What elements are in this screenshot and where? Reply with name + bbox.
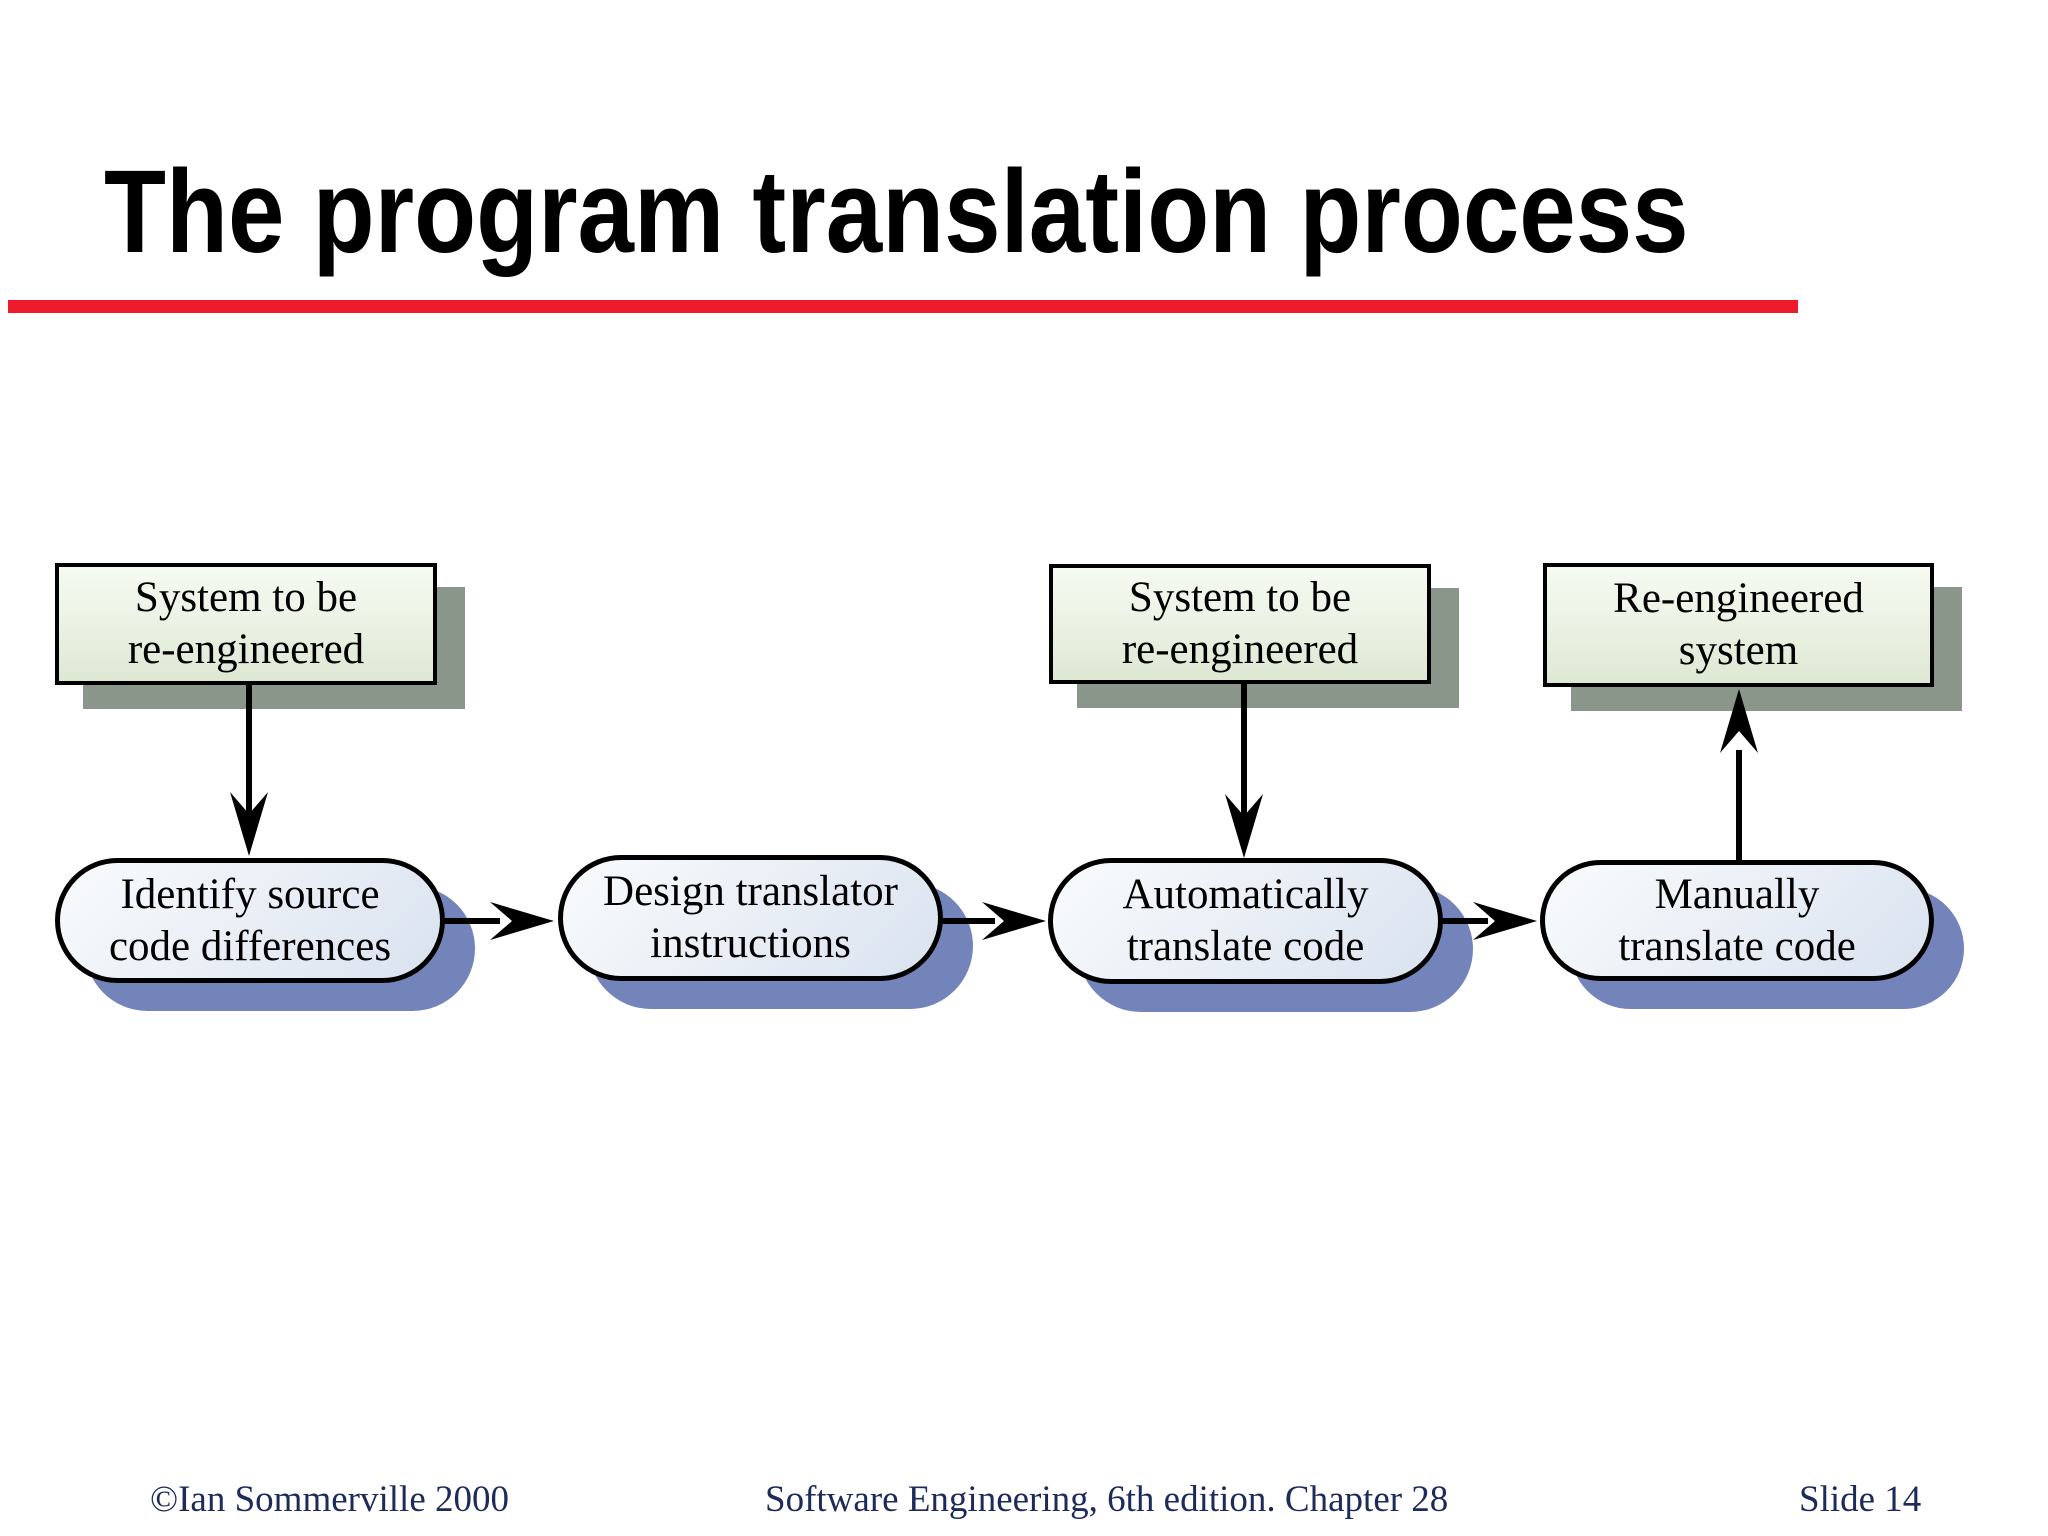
slide-title-text: The program translation process [104,146,1689,278]
box-label: Manually translate code [1618,870,1856,970]
arrowhead-right-icon [490,902,554,940]
box-label: System to be re-engineered [127,574,365,673]
box-system-to-be-reengineered-1: System to be re-engineered [55,563,437,685]
box-label: Re-engineered system [1613,575,1864,674]
box-automatically-translate-code: Automatically translate code [1048,858,1443,984]
box-label: Automatically translate code [1122,871,1369,970]
box-system-to-be-reengineered-2: System to be re-engineered [1049,564,1431,684]
arrow-system1-down-icon [230,683,268,856]
title-underline-rule [8,300,1798,313]
footer-source: Software Engineering, 6th edition. Chapt… [765,1479,1449,1520]
box-label: Identify source code differences [108,870,392,970]
box-identify-source-code-differences: Identify source code differences [55,858,445,983]
slide-title: The program translation process [104,146,1947,278]
arrowhead-down-icon [1225,794,1263,858]
arrow-manual-up-icon [1720,689,1758,862]
arrow-system2-down-icon [1225,682,1263,858]
footer-copyright: ©Ian Sommerville 2000 [150,1479,509,1520]
box-label: Design translator instructions [603,868,898,967]
arrow-identify-to-design-icon [443,902,554,940]
arrowhead-down-icon [230,792,268,856]
arrow-design-to-automatic-icon [940,902,1046,940]
arrowhead-up-icon [1720,689,1758,753]
box-manually-translate-code: Manually translate code [1540,860,1934,981]
box-reengineered-system: Re-engineered system [1543,563,1934,687]
box-design-translator-instructions: Design translator instructions [558,855,943,981]
footer-slide-number: Slide 14 [1799,1479,1922,1520]
arrowhead-right-icon [982,902,1046,940]
arrow-automatic-to-manual-icon [1441,902,1537,940]
box-label: System to be re-engineered [1121,574,1359,673]
arrowhead-right-icon [1473,902,1537,940]
